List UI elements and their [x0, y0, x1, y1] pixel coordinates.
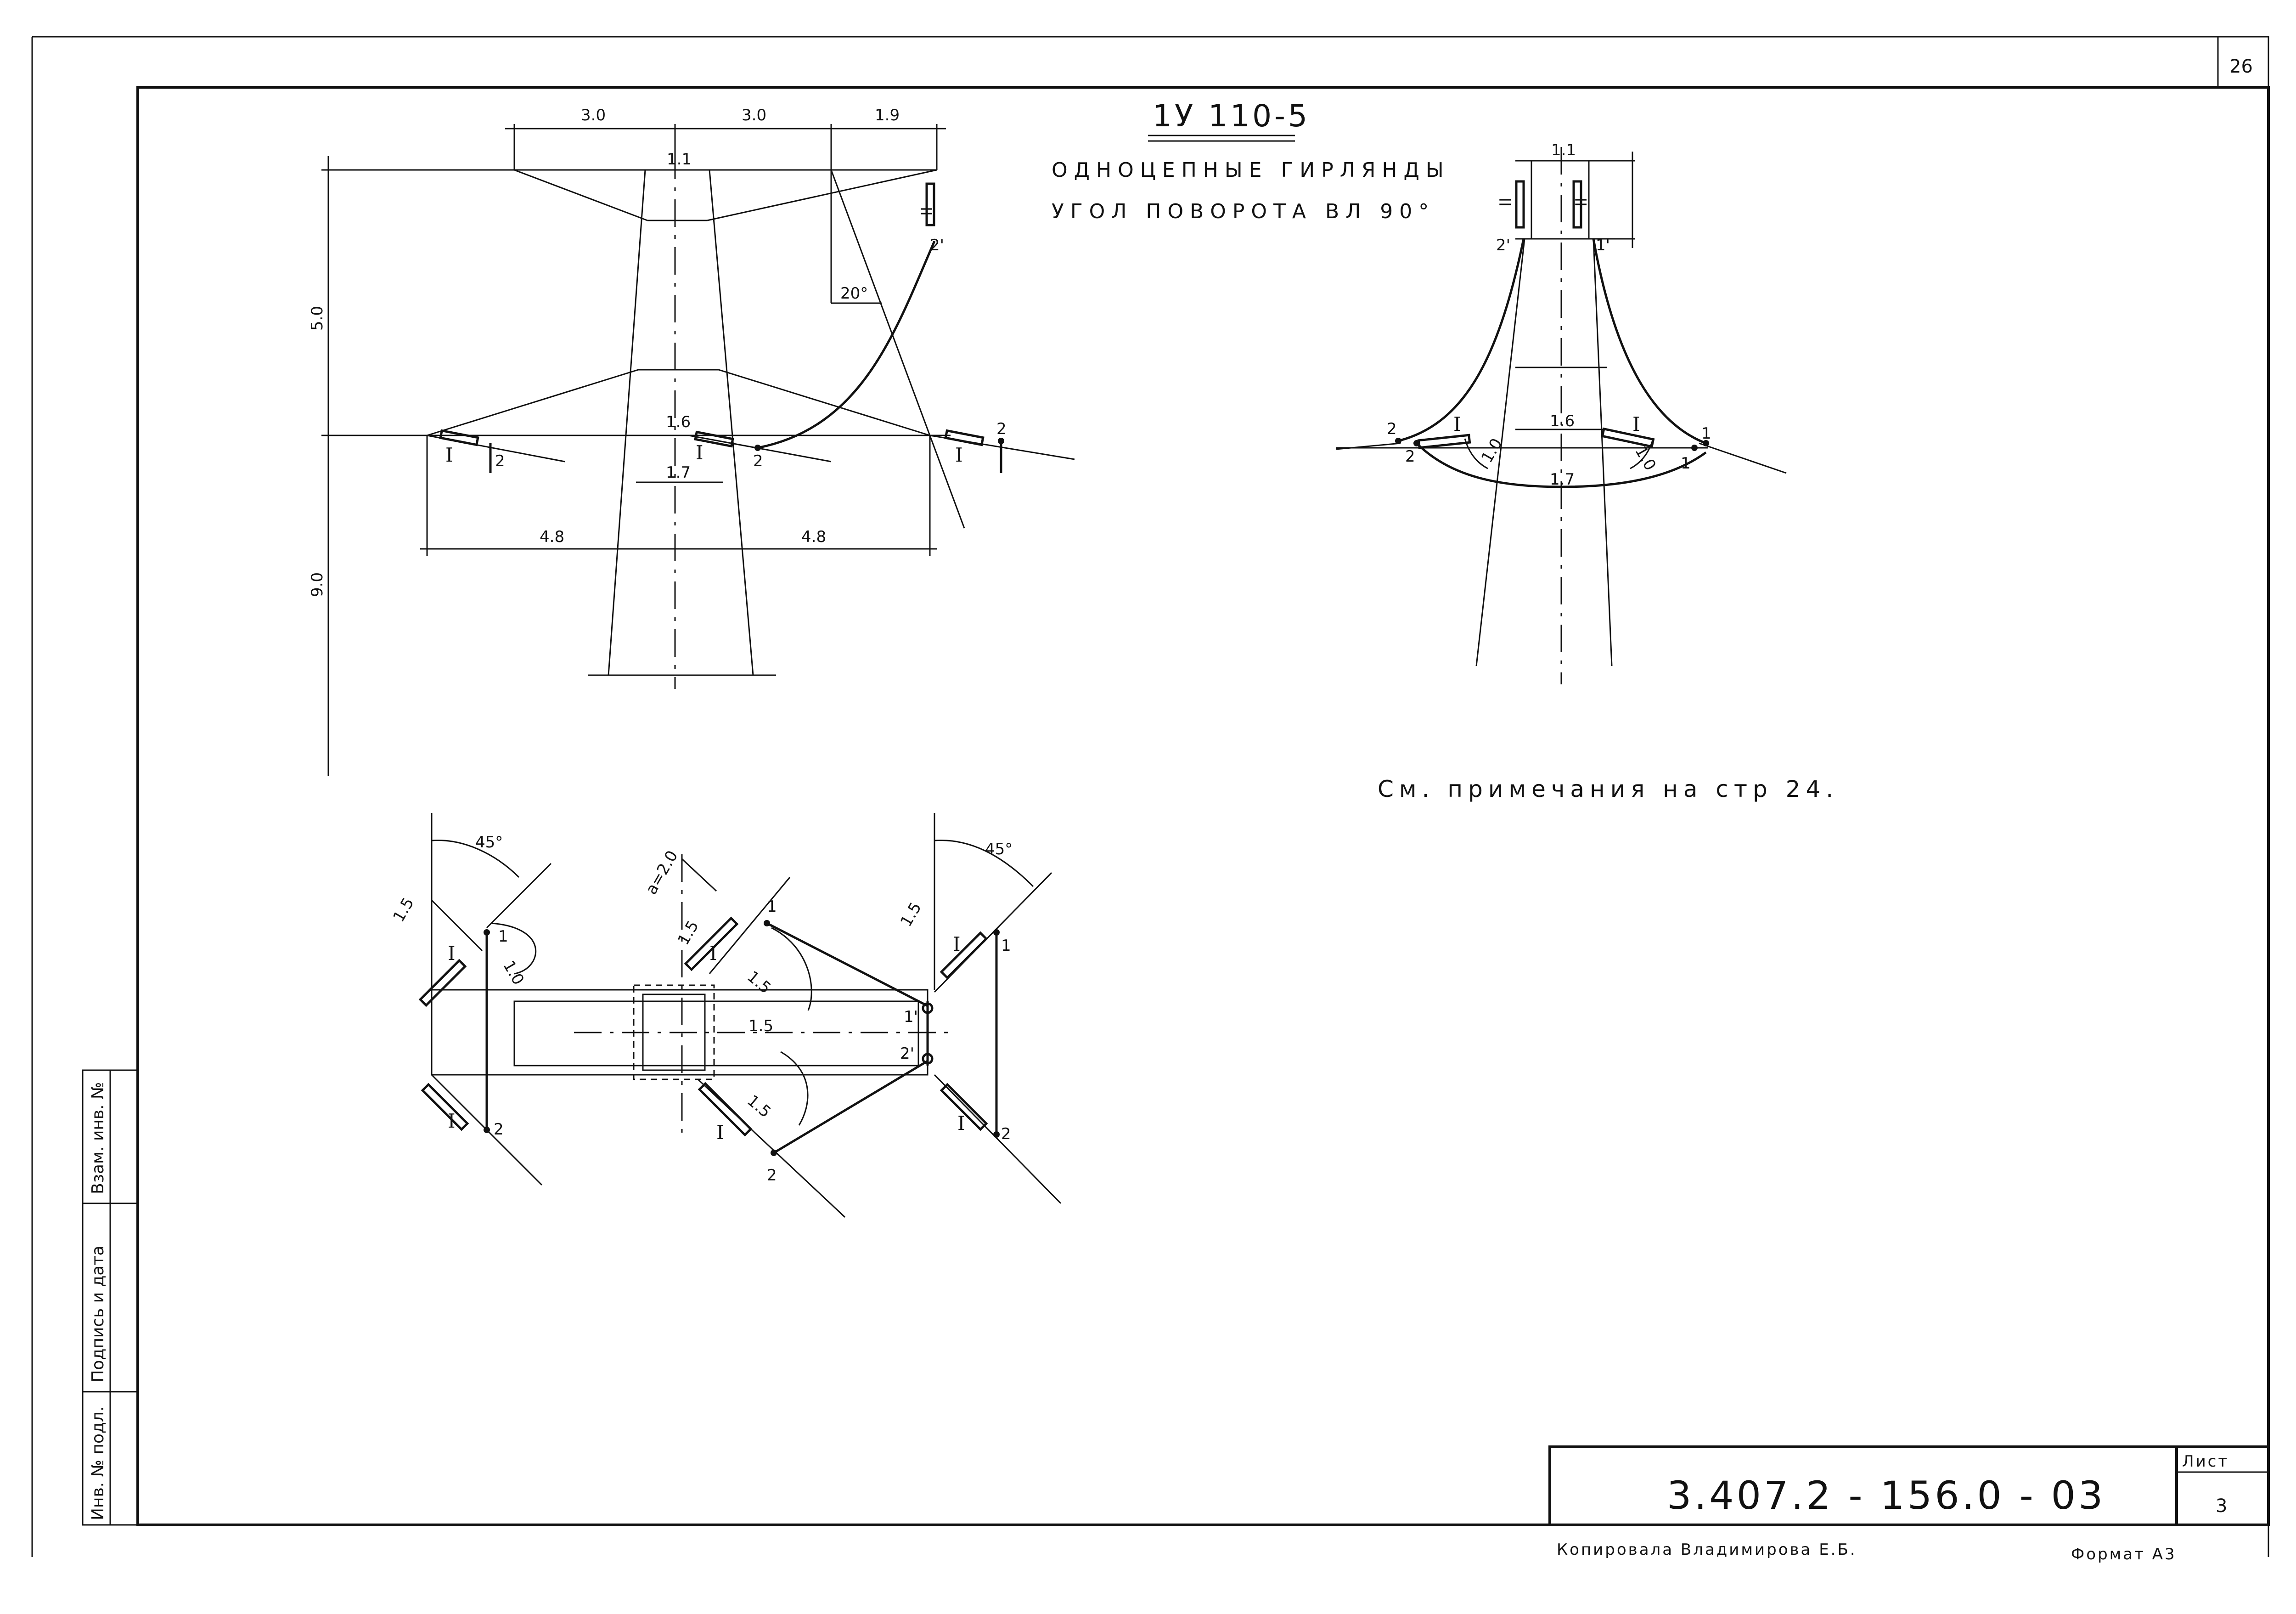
- sheet-number: 3: [2216, 1495, 2227, 1517]
- dim-top-center: 3.0: [742, 106, 766, 124]
- label-plan-I-center-bottom: I: [716, 1121, 724, 1144]
- dim-crossarm-upper-right: 1.6: [1550, 412, 1575, 430]
- subtitle-line-1: ОДНОЦЕПНЫЕ ГИРЛЯНДЫ: [1052, 158, 1450, 182]
- label-point-1-r-far: 1: [1701, 424, 1711, 443]
- label-plan-1-right: 1: [1001, 937, 1011, 955]
- label-plan-1p: 1': [904, 1008, 918, 1026]
- label-plan-I-center-top: I: [709, 942, 717, 965]
- page-number: 26: [2229, 56, 2253, 77]
- copied-by: Копировала Владимирова Е.Б.: [1557, 1541, 1857, 1559]
- label-string-I-r-left: I: [1453, 413, 1461, 435]
- label-point-2p-r: 2': [1496, 236, 1510, 254]
- label-string-II: II: [918, 207, 936, 216]
- label-string-II-r-right: II: [1572, 198, 1591, 207]
- dim-apex-width-right: 1.1: [1551, 141, 1576, 159]
- label-string-I-right: I: [955, 444, 963, 466]
- side-label-replaced: Взам. инв. №: [89, 1082, 107, 1194]
- side-label-signature: Подпись и дата: [89, 1246, 107, 1383]
- label-string-II-r-left: II: [1497, 198, 1515, 207]
- dim-plan-angle-left: 45°: [475, 833, 503, 852]
- label-string-I-left: I: [445, 444, 453, 466]
- label-plan-I-left-top: I: [448, 942, 456, 965]
- label-plan-2-left: 2: [494, 1120, 504, 1139]
- stamp-block: [1548, 1445, 2270, 1526]
- label-point-2-center: 2: [753, 452, 763, 470]
- dim-top-left: 3.0: [581, 106, 606, 124]
- label-string-I-r-right: I: [1632, 413, 1640, 435]
- right-elevation: [1336, 147, 1787, 684]
- sheet-frame: [31, 36, 2270, 1557]
- notes-reference: См. примечания на стр 24.: [1378, 776, 1839, 802]
- subtitle-line-2: УГОЛ ПОВОРОТА ВЛ 90°: [1052, 200, 1435, 223]
- dim-top-right: 1.9: [875, 106, 900, 124]
- label-point-2p: 2': [930, 236, 944, 254]
- dim-base-right: 4.8: [801, 528, 826, 546]
- dim-height-lower: 9.0: [308, 572, 326, 597]
- label-plan-2-right: 2: [1001, 1125, 1011, 1143]
- label-plan-1-left: 1: [498, 927, 508, 946]
- dim-plan-angle-right: 45°: [985, 840, 1013, 858]
- side-label-inv: Инв. № подл.: [89, 1406, 107, 1520]
- dim-apex-width: 1.1: [667, 150, 692, 169]
- dim-plan-offset-right: 1.5: [897, 899, 925, 930]
- label-point-2-right: 2: [996, 420, 1007, 438]
- label-plan-2p: 2': [900, 1044, 914, 1063]
- label-point-1-r-near: 1: [1681, 454, 1691, 473]
- dim-plan-swing: 1.0: [499, 958, 528, 988]
- dim-base-left: 4.8: [540, 528, 564, 546]
- dim-plan-1-5-b: 1.5: [748, 1017, 773, 1035]
- dim-plan-offset-center: 1.5: [674, 918, 703, 948]
- label-point-2-left: 2: [495, 452, 505, 470]
- dim-plan-1-5-a: 1.5: [743, 967, 774, 997]
- dim-height-upper: 5.0: [308, 306, 326, 331]
- dim-angle-20: 20°: [840, 284, 868, 303]
- plan-view: [418, 813, 1062, 1218]
- label-point-2-r-far: 2: [1387, 420, 1397, 438]
- label-plan-I-left-bottom: I: [448, 1110, 456, 1132]
- left-elevation: [321, 124, 1075, 776]
- label-string-I-center: I: [696, 441, 703, 464]
- side-stamp: [82, 1069, 139, 1526]
- dim-plan-offset-left: 1.5: [389, 895, 418, 926]
- dim-crossarm-upper: 1.6: [666, 413, 691, 431]
- label-plan-I-right-top: I: [953, 933, 961, 955]
- dim-crossarm-lower-right: 1.7: [1550, 470, 1575, 489]
- sheet-label: Лист: [2182, 1452, 2229, 1471]
- label-point-2-r-near: 2: [1405, 447, 1415, 466]
- format-label: Формат А3: [2071, 1545, 2177, 1563]
- label-point-1p-r: 1': [1596, 236, 1610, 254]
- label-plan-2-center: 2: [767, 1166, 777, 1185]
- label-plan-1-center: 1: [767, 897, 777, 916]
- label-plan-I-right-bottom: I: [957, 1112, 965, 1134]
- document-code: 3.407.2 - 156.0 - 03: [1667, 1473, 2105, 1518]
- dim-crossarm-lower: 1.7: [666, 463, 691, 482]
- drawing-title: 1У 110-5: [1153, 98, 1310, 134]
- dim-plan-1-5-c: 1.5: [743, 1091, 774, 1121]
- dim-plan-a: a=2.0: [642, 847, 681, 898]
